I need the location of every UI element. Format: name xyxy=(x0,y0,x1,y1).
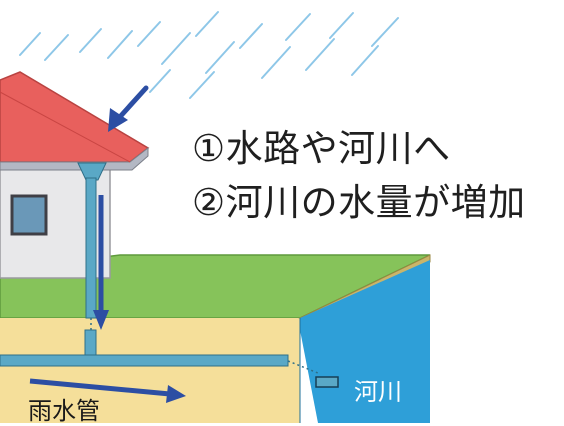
downspout xyxy=(85,177,97,319)
river-label: 河川 xyxy=(354,378,402,406)
downspout-arrow xyxy=(93,195,109,330)
pipe-flow-arrow xyxy=(29,378,186,403)
rain-streaks xyxy=(19,11,399,99)
roof-eave xyxy=(0,146,149,171)
gutter-funnel xyxy=(77,162,107,181)
soil-section xyxy=(0,318,300,423)
rain-pipe-label: 雨水管 xyxy=(28,397,100,425)
caption-step-1: ①水路や河川へ xyxy=(192,127,451,170)
pipe-outlet xyxy=(315,376,339,388)
house-window xyxy=(10,194,48,236)
house-roof xyxy=(0,71,150,163)
rain-to-roof-arrow xyxy=(108,85,149,132)
rain-pipe xyxy=(0,354,289,367)
pipe-hidden xyxy=(287,360,319,374)
caption-step-2: ②河川の水量が増加 xyxy=(192,181,526,224)
